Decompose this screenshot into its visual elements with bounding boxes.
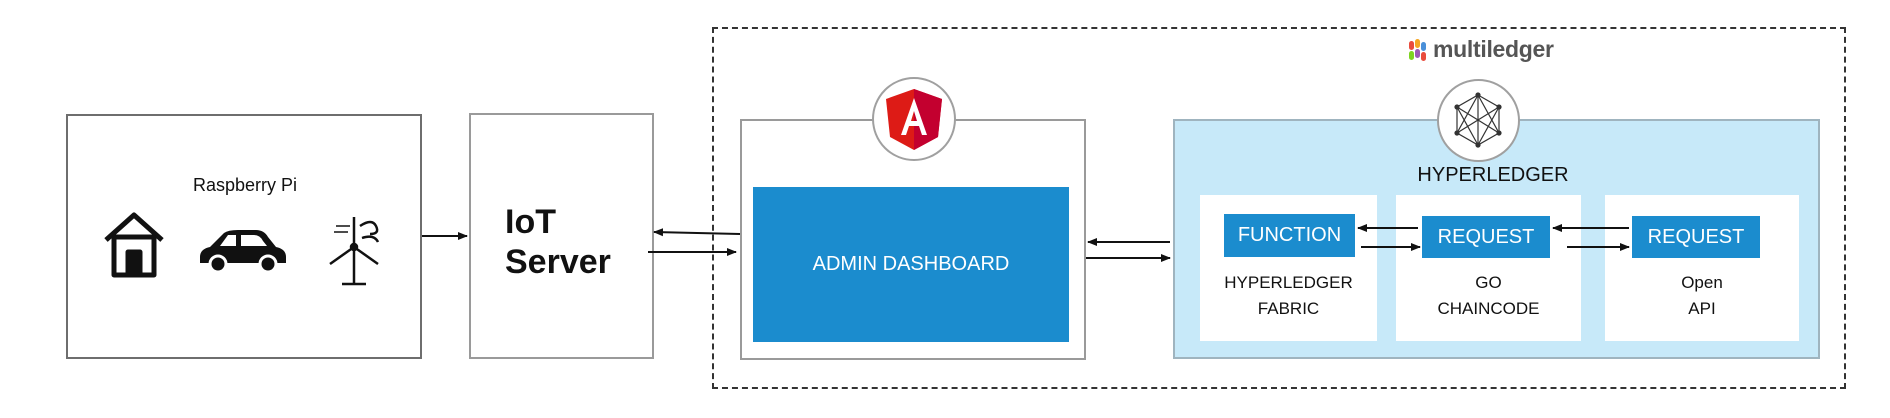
multiledger-logo [1405, 38, 1585, 64]
api-label-line1: Open [1681, 273, 1723, 292]
api-request-button: REQUEST [1632, 216, 1760, 258]
angular-icon [886, 89, 942, 150]
hyperledger-icon [1454, 92, 1502, 148]
iot-server-label: IoT Server [505, 202, 611, 282]
car-icon [200, 230, 286, 274]
multiledger-brand-text: multiledger [1433, 36, 1554, 62]
iot-server-label-line1: IoT [505, 203, 556, 241]
chaincode-request-button: REQUEST [1422, 216, 1550, 258]
fabric-label-line2: FABRIC [1257, 299, 1320, 318]
function-button: FUNCTION [1224, 214, 1355, 257]
chaincode-label-line2: CHAINCODE [1437, 299, 1540, 318]
admin-dashboard-panel: ADMIN DASHBOARD [753, 187, 1069, 342]
api-label-line2: API [1688, 299, 1716, 318]
chaincode-label-line1: GO [1475, 273, 1502, 292]
multiledger-logo-icon [1409, 39, 1426, 61]
device-icons [100, 210, 400, 300]
home-icon [104, 212, 164, 278]
arrow-admin-to-iot [653, 228, 741, 237]
iot-server-box [469, 113, 654, 359]
multiledger-cloud-boundary [712, 27, 1846, 389]
fabric-label-line1: HYPERLEDGER [1224, 273, 1353, 292]
angular-badge [872, 77, 956, 161]
hyperledger-badge [1437, 79, 1520, 162]
raspberry-pi-label: Raspberry Pi [192, 175, 298, 195]
wind-turbine-icon [329, 217, 380, 286]
iot-server-label-line2: Server [505, 243, 611, 281]
hyperledger-title: HYPERLEDGER [1417, 164, 1569, 186]
